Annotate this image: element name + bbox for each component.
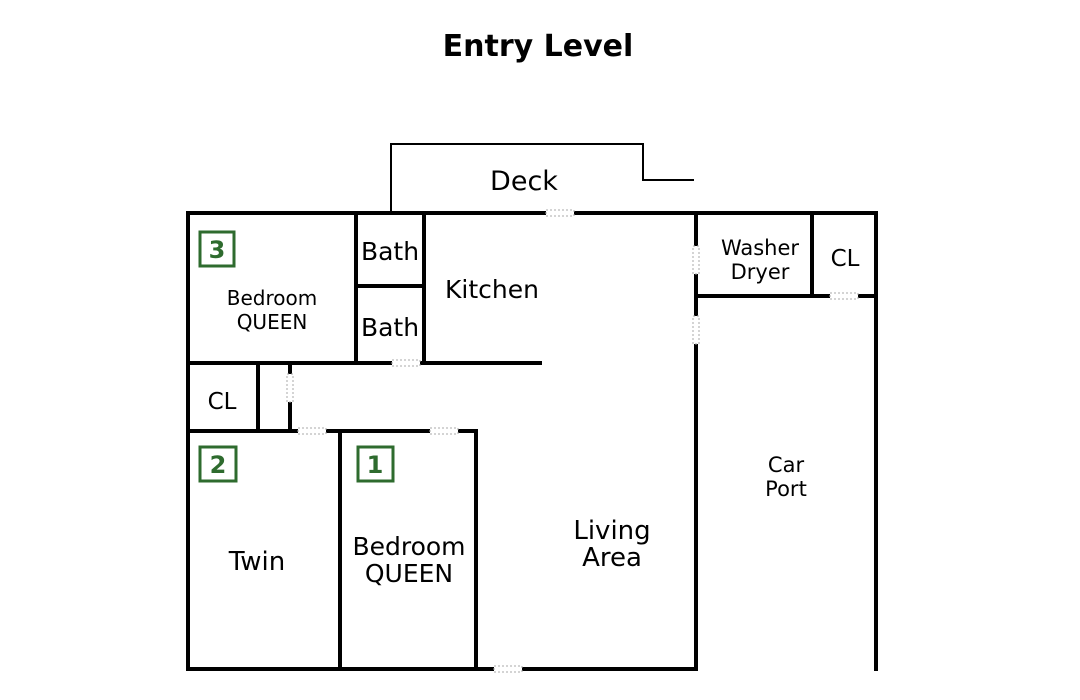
bedroom1-label-line1: Bedroom <box>352 532 465 561</box>
twin-label: Twin <box>228 547 286 577</box>
bedroom2-badge-number: 2 <box>210 451 227 479</box>
washer-label: Washer <box>721 236 799 260</box>
exterior-walls <box>186 211 878 671</box>
living-area-label-line1: Living <box>573 516 650 546</box>
closet-top-right-label: CL <box>831 246 860 272</box>
bath-bottom-label: Bath <box>361 313 419 342</box>
dryer-label: Dryer <box>731 260 790 284</box>
bedroom1-badge: 1 <box>356 445 395 483</box>
bedroom2-badge: 2 <box>198 445 238 483</box>
deck-outline <box>390 143 694 213</box>
living-area-label-line2: Area <box>582 543 642 573</box>
door-openings <box>286 209 859 673</box>
bath-top-label: Bath <box>361 237 419 266</box>
bedroom3-label-line1: Bedroom <box>227 286 317 310</box>
bedroom1-label-line2: QUEEN <box>365 559 453 588</box>
closet-left-label: CL <box>208 389 237 415</box>
page-title: Entry Level <box>443 29 634 64</box>
bedroom1-badge-number: 1 <box>367 451 384 479</box>
carport-label-line2: Port <box>765 477 807 501</box>
carport-label-line1: Car <box>768 453 805 477</box>
bedroom3-badge-number: 3 <box>209 236 226 264</box>
deck-label: Deck <box>490 166 558 197</box>
bedroom3-label-line2: QUEEN <box>237 310 308 334</box>
bedroom3-badge: 3 <box>198 230 236 268</box>
kitchen-label: Kitchen <box>445 275 539 304</box>
